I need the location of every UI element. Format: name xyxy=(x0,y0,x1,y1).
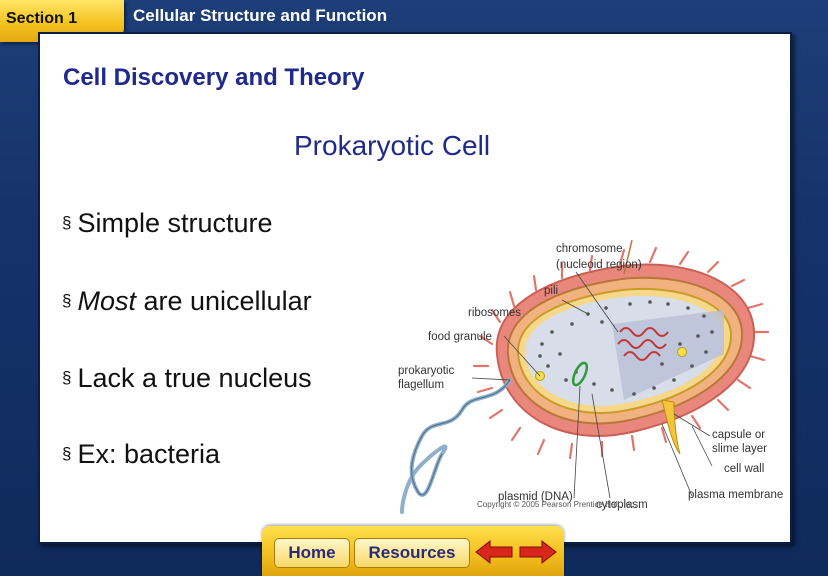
bullet-text: Simple structure xyxy=(77,208,272,238)
label-chromosome: chromosome xyxy=(556,242,622,256)
label-plasma-membrane: plasma membrane xyxy=(688,488,783,502)
chapter-title: Cellular Structure and Function xyxy=(133,6,387,26)
flagellum-edge xyxy=(412,380,510,495)
bullet-item: § Lack a true nucleus xyxy=(62,363,312,394)
bullet-item: § Most are unicellular xyxy=(62,286,312,317)
navigation-bar: Home Resources xyxy=(262,526,564,576)
section-label: Section 1 xyxy=(6,10,77,28)
bullet-text: are unicellular xyxy=(136,286,312,316)
bullet-marker: § xyxy=(62,291,71,310)
label-ribosomes: ribosomes xyxy=(468,306,521,320)
arrow-left-icon[interactable] xyxy=(474,538,514,566)
label-capsule-line2: slime layer xyxy=(712,442,767,456)
bullet-item: § Simple structure xyxy=(62,208,273,239)
label-capsule-line1: capsule or xyxy=(712,428,765,442)
home-button[interactable]: Home xyxy=(274,538,350,568)
bullet-text: Ex: bacteria xyxy=(77,439,220,469)
page-title: Cell Discovery and Theory xyxy=(63,64,364,92)
resources-button[interactable]: Resources xyxy=(354,538,470,568)
slide-subtitle: Prokaryotic Cell xyxy=(294,130,490,162)
label-flagellum-line2: flagellum xyxy=(398,378,444,392)
bullet-item: § Ex: bacteria xyxy=(62,439,220,470)
slide-panel: Cell Discovery and Theory Prokaryotic Ce… xyxy=(38,32,792,544)
copyright-credit: Copyright © 2005 Pearson Prentice Hall, … xyxy=(477,500,636,509)
food-granule xyxy=(678,348,687,357)
bullet-marker: § xyxy=(62,368,71,387)
label-pili: pili xyxy=(544,284,558,298)
bullet-text: Lack a true nucleus xyxy=(77,363,311,393)
label-food-granule: food granule xyxy=(428,330,492,344)
label-nucleoid: (nucleoid region) xyxy=(556,258,642,272)
label-flagellum-line1: prokaryotic xyxy=(398,364,454,378)
bullet-marker: § xyxy=(62,213,71,232)
prokaryotic-cell-figure: chromosome (nucleoid region) pili riboso… xyxy=(362,204,782,514)
arrow-right-icon[interactable] xyxy=(518,538,558,566)
label-cell-wall: cell wall xyxy=(724,462,764,476)
bullet-emphasis: Most xyxy=(77,286,136,316)
bullet-marker: § xyxy=(62,444,71,463)
